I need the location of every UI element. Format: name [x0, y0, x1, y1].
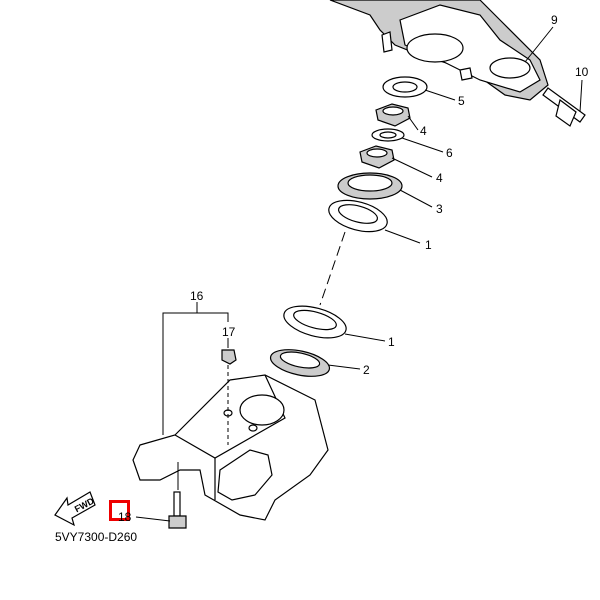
nut-4b-part — [359, 145, 395, 169]
highlight-box — [109, 500, 130, 521]
callout-9[interactable]: 9 — [551, 13, 558, 27]
callout-4b[interactable]: 4 — [436, 171, 443, 185]
callout-16[interactable]: 16 — [190, 289, 204, 303]
race-2-part — [269, 349, 331, 377]
callout-10[interactable]: 10 — [575, 65, 589, 79]
bolt-10-part — [542, 87, 586, 127]
callout-4a[interactable]: 4 — [420, 124, 427, 138]
fwd-arrow-icon — [54, 491, 96, 527]
callout-18[interactable]: 18 — [118, 510, 132, 524]
diagram-code: 5VY7300-D260 — [55, 530, 138, 544]
nut-17-part — [221, 349, 237, 365]
bolt-18-part — [168, 491, 187, 529]
callout-5[interactable]: 5 — [458, 94, 465, 108]
callout-17[interactable]: 17 — [222, 325, 236, 339]
callout-6[interactable]: 6 — [446, 146, 453, 160]
callout-1a[interactable]: 1 — [425, 238, 432, 252]
upper-bracket-part — [329, 0, 549, 101]
nut-4-part — [375, 103, 411, 127]
lower-bracket-part — [132, 374, 329, 521]
callout-1b[interactable]: 1 — [388, 335, 395, 349]
bearing-1-lower-part — [283, 305, 347, 339]
seal-3-part — [337, 172, 403, 200]
callout-2[interactable]: 2 — [363, 363, 370, 377]
bearing-1-upper-part — [328, 199, 388, 233]
callout-3[interactable]: 3 — [436, 202, 443, 216]
